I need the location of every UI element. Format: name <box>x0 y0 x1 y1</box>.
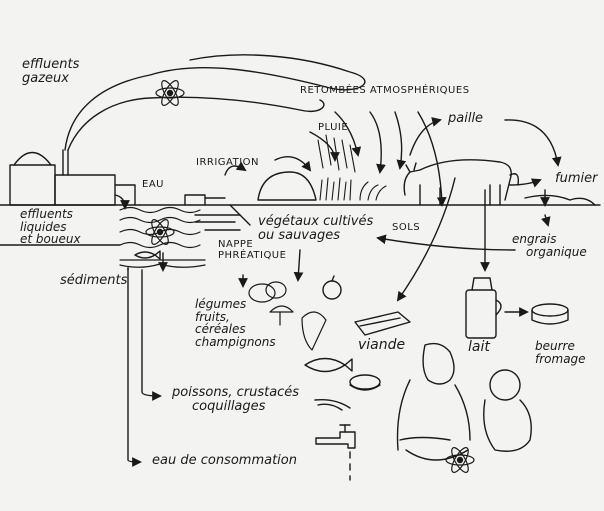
gas-plume <box>64 54 366 151</box>
cow-icon <box>403 159 596 206</box>
label-irrigation: IRRIGATION <box>196 157 260 168</box>
label-legumes: légumes fruits, céréales champignons <box>195 297 276 349</box>
label-eau: EAU <box>142 179 164 190</box>
atom-icon <box>155 77 185 109</box>
label-fumier: fumier <box>555 171 598 186</box>
atom-icon <box>445 444 475 476</box>
label-eau-conso: eau de consommation <box>152 453 297 468</box>
cheese-icon <box>531 303 569 325</box>
label-sols: SOLS <box>392 222 421 233</box>
apple-icon <box>322 280 342 300</box>
label-viande: viande <box>358 337 406 353</box>
label-poissons: poissons, crustacés coquillages <box>172 385 300 414</box>
label-vegetaux: végétaux cultivés ou sauvages <box>258 214 374 243</box>
fish-icon <box>134 250 161 260</box>
vegetables-icon <box>248 281 327 351</box>
label-sediments: sédiments <box>60 273 128 288</box>
power-plant-icon <box>0 149 141 206</box>
fish-icon <box>304 357 381 411</box>
label-paille: paille <box>448 111 484 126</box>
milk-can-icon <box>465 277 502 339</box>
label-nappe: NAPPE PHRÉATIQUE <box>218 239 287 261</box>
meat-icon <box>354 311 411 336</box>
people-figure <box>396 342 532 461</box>
label-effluents-gazeux: effluents gazeux <box>22 57 80 86</box>
faucet-icon <box>315 424 356 481</box>
label-beurre: beurre fromage <box>535 339 586 366</box>
label-engrais: engrais organique <box>512 232 587 259</box>
label-pluie: PLUIE <box>318 122 349 133</box>
label-effluents-liquides: effluents liquides et boueux <box>20 207 81 247</box>
label-retombees: RETOMBÉES ATMOSPHÉRIQUES <box>300 85 470 96</box>
label-lait: lait <box>468 339 490 355</box>
